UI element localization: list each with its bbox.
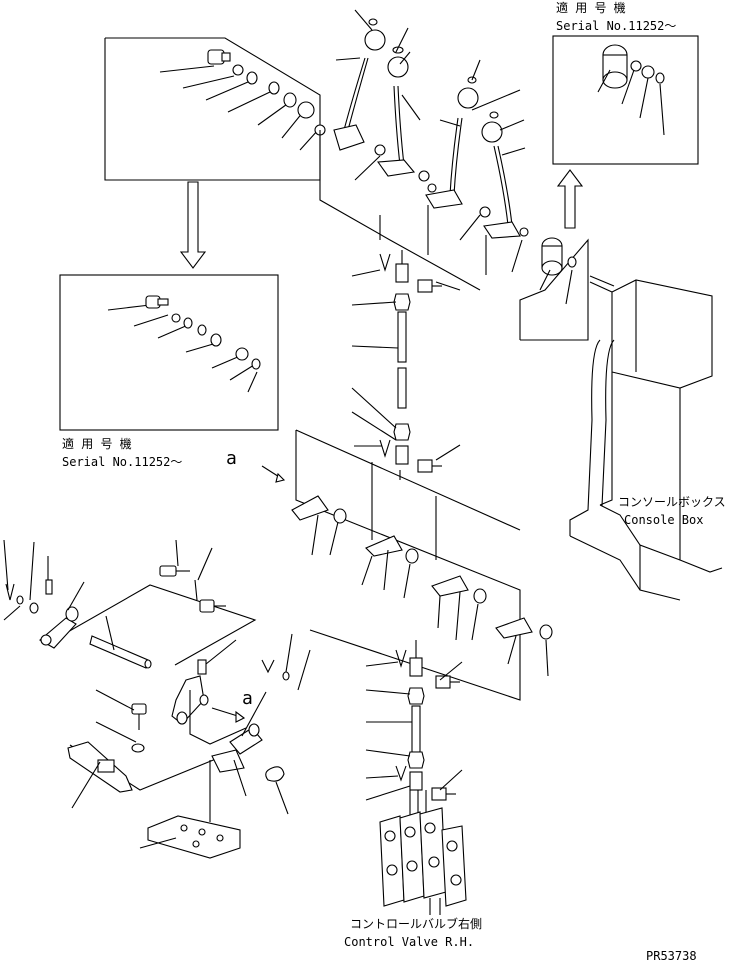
inset-box-left: [59, 274, 279, 431]
drawing-number: PR53738: [646, 949, 697, 963]
arrow-down-to-inset: [179, 181, 207, 269]
console-box-label: Console Box: [624, 513, 703, 527]
serial-label-left: Serial No.11252～: [62, 455, 182, 469]
bushing-bracket-right: [519, 237, 589, 341]
arrow-up-to-inset: [556, 169, 584, 229]
console-box-label-jp: コンソールボックス: [618, 495, 726, 509]
view-mark-a-lower: a: [242, 688, 253, 709]
inset-box-upper-right: [552, 35, 699, 165]
control-valve-label: Control Valve R.H.: [344, 935, 474, 949]
control-valve-body: [379, 807, 467, 915]
serial-label-top-right: Serial No.11252～: [556, 19, 676, 33]
console-box: [569, 275, 723, 601]
rod-stack-lower: [365, 640, 463, 830]
serial-label-top-right-jp: 適 用 号 機: [556, 0, 626, 15]
inset-box-upper-left: [104, 37, 326, 181]
linkage-bracket-middle: [261, 429, 553, 701]
rod-stack-upper: [351, 250, 461, 473]
lever-assembly-upper: [319, 9, 529, 291]
lower-left-linkage: [3, 539, 311, 859]
control-valve-label-jp: コントロールバルブ右側: [350, 916, 482, 931]
view-mark-a-upper: a: [226, 448, 237, 469]
serial-label-left-jp: 適 用 号 機: [62, 436, 132, 451]
